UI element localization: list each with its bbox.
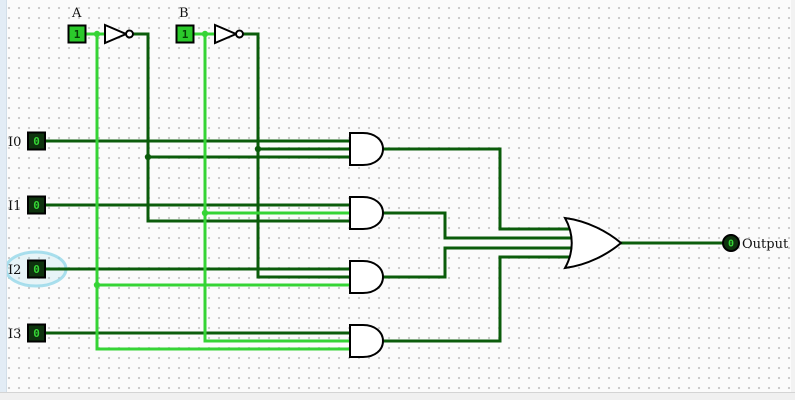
not-gate-a[interactable] (104, 23, 134, 45)
junction-dot (254, 145, 262, 153)
label-a: A (71, 6, 82, 21)
input-pin-a-box (67, 24, 87, 44)
not-gate-b-triangle (214, 23, 239, 45)
junction-dot (144, 153, 152, 161)
output-pin-circle (722, 234, 740, 252)
gates (104, 23, 623, 358)
input-pin-i0-box (27, 131, 46, 151)
not-gate-b-bubble (235, 29, 244, 39)
input-pin-i2-box (27, 259, 46, 279)
input-pin-i1[interactable]: 0 (27, 195, 46, 215)
not-gate-a-bubble (125, 29, 134, 39)
input-pin-i0-value: 0 (33, 135, 40, 148)
junction-dot (93, 281, 101, 289)
and-gate-3[interactable] (349, 260, 385, 294)
and-gate-4[interactable] (349, 324, 385, 358)
not-gate-a-triangle (104, 23, 129, 45)
label-b: B (179, 6, 189, 21)
input-pin-i3-box (27, 323, 46, 343)
and-gate-1[interactable] (349, 132, 385, 166)
input-pin-i2[interactable]: 0 (27, 259, 46, 279)
label-i0: I0 (8, 135, 21, 150)
wire-not-a-output (131, 32, 150, 223)
wires-logic-high (83, 32, 352, 351)
input-pin-i1-value: 0 (33, 199, 40, 212)
output-pin[interactable]: 0 (722, 234, 740, 252)
wire-not-b-output (242, 32, 260, 279)
input-pin-i0[interactable]: 0 (27, 131, 46, 151)
input-pin-b-box (175, 24, 195, 44)
input-pin-a[interactable]: 1 (67, 24, 87, 44)
label-i3: I3 (8, 327, 21, 342)
junction-dot (201, 30, 209, 38)
vertical-scrollbar[interactable] (791, 0, 795, 400)
horizontal-scrollbar[interactable] (0, 392, 795, 400)
input-pin-a-value: 1 (74, 28, 81, 41)
not-gate-b[interactable] (214, 23, 244, 45)
or-gate[interactable] (563, 216, 623, 270)
input-pin-i3[interactable]: 0 (27, 323, 46, 343)
input-pin-i3-value: 0 (33, 327, 40, 340)
input-pin-i2-value: 0 (33, 263, 40, 276)
junction-dot (93, 30, 101, 38)
wire-and3-to-or (381, 246, 577, 279)
label-output: Output (742, 237, 789, 252)
label-i2: I2 (8, 263, 21, 278)
and-gate-2[interactable] (349, 196, 385, 230)
output-pin-value: 0 (728, 239, 734, 250)
wires-logic-low (43, 32, 725, 343)
input-pin-b[interactable]: 1 (175, 24, 195, 44)
input-pin-i1-box (27, 195, 46, 215)
wire-and1-to-or (381, 147, 577, 231)
pins: 1 1 0 0 0 0 0 (27, 24, 740, 343)
labels: A B I0 I1 I2 I3 Output (8, 6, 789, 342)
left-panel-edge (0, 0, 7, 400)
label-i1: I1 (8, 199, 21, 214)
wire-and2-to-or (381, 211, 577, 240)
wire-junctions (93, 30, 262, 289)
junction-dot (201, 209, 209, 217)
input-pin-b-value: 1 (182, 28, 189, 41)
wire-and4-to-or (381, 255, 577, 343)
